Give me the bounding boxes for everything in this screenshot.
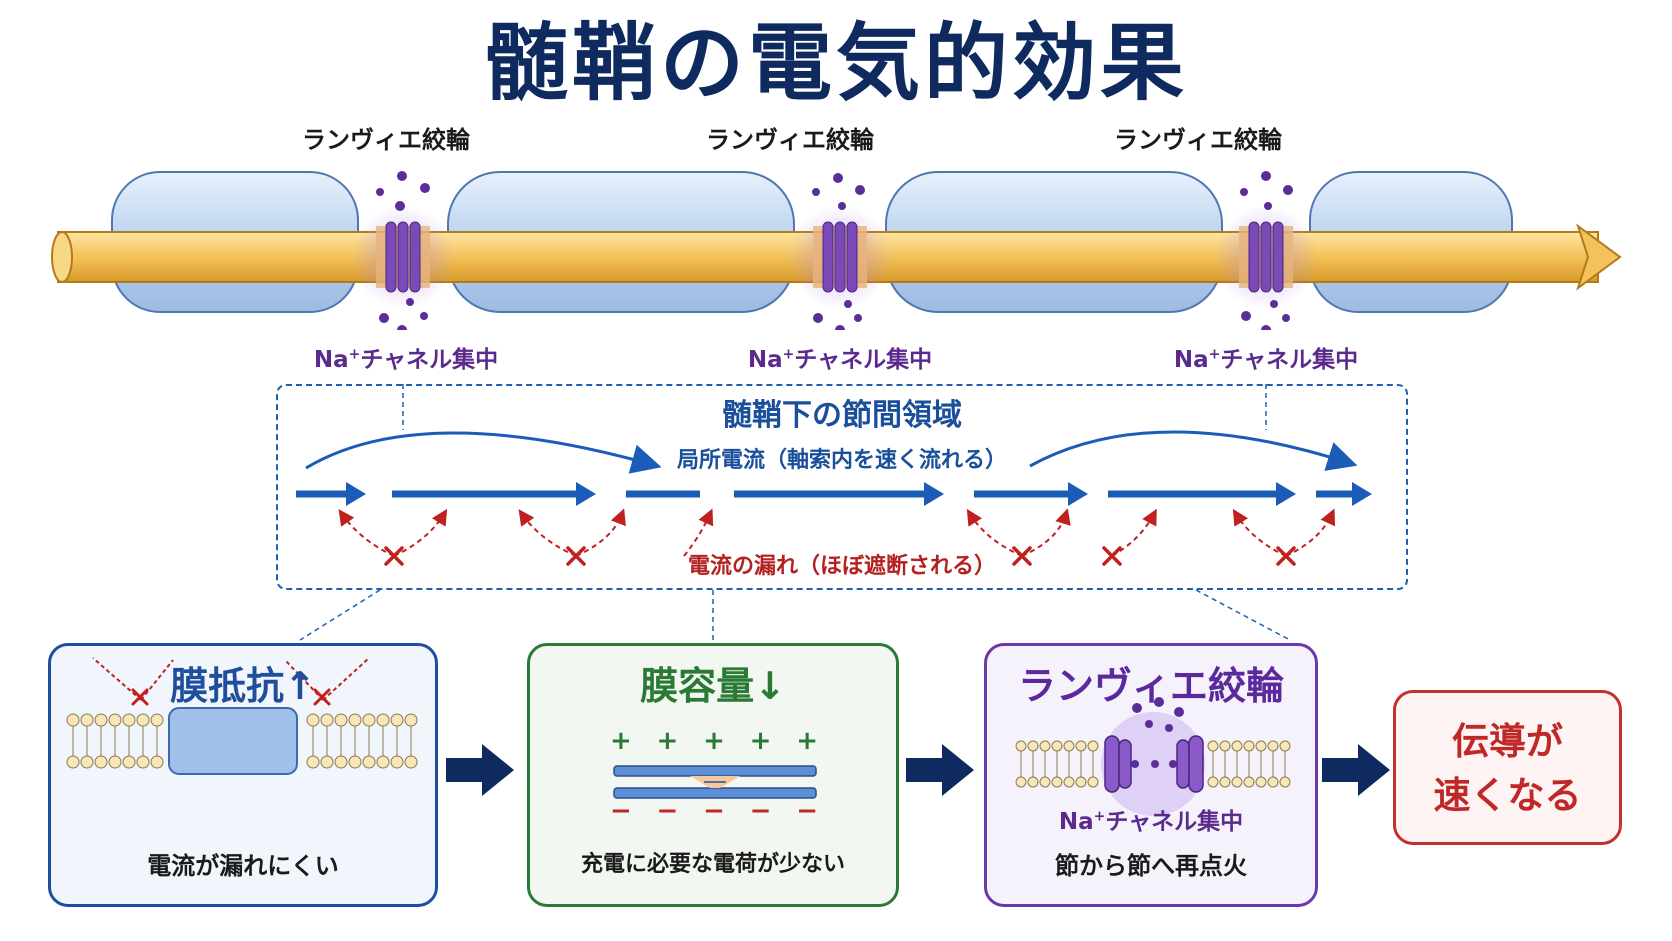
- blocked-x-marks: [384, 546, 1296, 566]
- card-node-of-ranvier: [984, 643, 1318, 907]
- card-membrane-capacitance: [527, 643, 899, 907]
- result-line-1: 伝導が: [1452, 720, 1563, 763]
- axial-current-arrows: [296, 482, 1372, 506]
- minus-charges: − − − − −: [610, 796, 818, 826]
- result-line-2: 速くなる: [1433, 774, 1582, 817]
- node-of-ranvier-3: [1214, 205, 1318, 309]
- node-channel-illustration: [1015, 697, 1291, 816]
- card-node-na-label: Na+チャネル集中: [1058, 808, 1244, 835]
- lipid-bilayer-left: [66, 713, 164, 769]
- myelin-block: [168, 707, 298, 775]
- card-resistance-caption: 電流が漏れにくい: [147, 852, 339, 880]
- plus-charge: +: [796, 726, 818, 756]
- na-channel-label-1: Na+チャネル集中: [313, 346, 499, 373]
- flow-arrow-3: [1322, 744, 1390, 796]
- flow-arrow-2: [906, 744, 974, 796]
- na-channel-proteins: [1104, 735, 1204, 793]
- card-capacitance-caption: 充電に必要な電荷が少ない: [580, 852, 845, 877]
- node-of-ranvier-1: [351, 205, 455, 309]
- minus-charge: −: [703, 796, 725, 826]
- na-channel-label-3: Na+チャネル集中: [1173, 346, 1359, 373]
- blocked-leak-paths: [338, 508, 1336, 557]
- minus-charge: −: [749, 796, 772, 826]
- plus-charges: + + + + +: [610, 726, 818, 756]
- card-node-caption: 節から節へ再点火: [1055, 852, 1247, 880]
- flow-arrow-1: [446, 744, 514, 796]
- conduction-arrowhead: [1576, 223, 1622, 291]
- na-channel-label-2: Na+チャネル集中: [747, 346, 933, 373]
- minus-charge: −: [796, 796, 818, 826]
- minus-charge: −: [656, 796, 679, 826]
- card-membrane-resistance: [48, 643, 438, 907]
- local-current-arc-2: [1029, 430, 1358, 471]
- minus-charge: −: [610, 796, 632, 826]
- plus-charge: +: [749, 726, 772, 756]
- sodium-ions-card: [1131, 697, 1184, 768]
- internode-region-box: [276, 384, 1408, 590]
- card-capacitance-title: 膜容量↓: [640, 664, 786, 708]
- node-of-ranvier-2: [788, 205, 892, 309]
- card-result: 伝導が 速くなる: [1393, 690, 1622, 845]
- capacitor-plate-top: [613, 765, 817, 777]
- card-resistance-title: 膜抵抗↑: [170, 664, 316, 708]
- membrane-resistance-illustration: [66, 657, 418, 775]
- local-current-label: 局所電流（軸索内を速く流れる）: [676, 448, 1007, 473]
- plus-charge: +: [610, 726, 632, 756]
- node-label-1: ランヴィエ絞輪: [302, 126, 470, 154]
- membrane-capacitance-illustration: [613, 765, 817, 799]
- plus-charge: +: [703, 726, 725, 756]
- myelinated-axon-diagram: [51, 171, 1622, 330]
- page-title: 髄鞘の電気的効果: [483, 14, 1188, 112]
- current-leak-label: 電流の漏れ（ほぼ遮断される）: [687, 554, 996, 579]
- lipid-bilayer-right: [306, 713, 418, 769]
- sodium-ions: [376, 171, 1293, 330]
- local-current-arc-1: [305, 431, 662, 474]
- plus-charge: +: [656, 726, 679, 756]
- card-node-title: ランヴィエ絞輪: [1017, 664, 1284, 708]
- node-label-2: ランヴィエ絞輪: [706, 126, 874, 154]
- node-label-3: ランヴィエ絞輪: [1114, 126, 1282, 154]
- internode-title: 髄鞘下の節間領域: [722, 398, 962, 433]
- current-flow-diagram: [296, 384, 1372, 641]
